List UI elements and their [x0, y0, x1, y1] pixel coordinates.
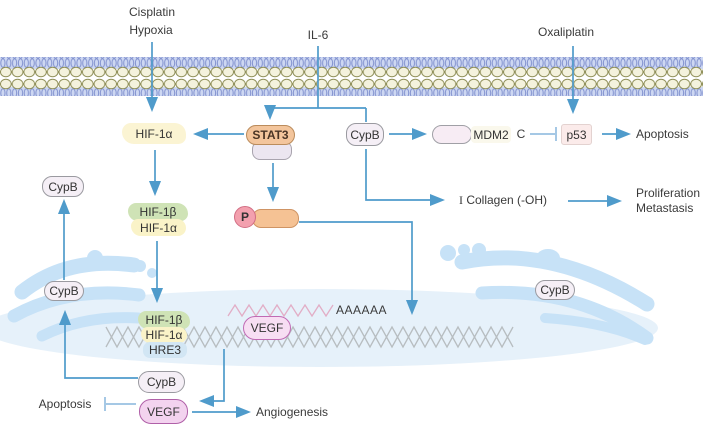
collagen-text: Collagen (-OH) [462, 193, 548, 207]
proliferation-label: Proliferation [636, 186, 701, 200]
inhibition-lines [104, 127, 557, 411]
arrow-cypb-to-collagen [365, 149, 446, 207]
nucleus-hif1a-node: HIF-1α [141, 327, 187, 343]
hre-node: HRE3 [143, 342, 187, 358]
vegf-bottom-node: VEGF [139, 399, 188, 424]
mrna-strand [227, 303, 334, 318]
phospho-circle: P [234, 206, 256, 228]
il6-label: IL-6 [307, 28, 329, 42]
arrow-cypb-bottom-to-er [58, 309, 138, 379]
p53-node: p53 [561, 124, 592, 145]
arrow-gene-to-vegf [198, 349, 225, 408]
metastasis-label: Metastasis [636, 201, 694, 215]
mdm2-pill [432, 125, 472, 144]
cypb-receptor-node: CypB [346, 123, 384, 146]
line-il6-stem [270, 46, 366, 109]
phospho-bar [252, 209, 299, 228]
cypb-er-left-node: CypB [44, 281, 84, 301]
oxaliplatin-label: Oxaliplatin [537, 25, 595, 39]
apoptosis-bottom-label: Apoptosis [38, 397, 92, 411]
inhibit-c-to-p53 [530, 127, 557, 141]
cypb-top-left-node: CypB [42, 176, 84, 197]
cypb-bottom-node: CypB [138, 371, 185, 393]
cisplatin-label: Cisplatin [128, 5, 176, 19]
mdm2-c-label: C [516, 127, 526, 141]
hif1a-node: HIF-1α [122, 123, 186, 144]
mdm2-label: MDM2 [471, 126, 511, 143]
poly-a-label: AAAAAA [336, 303, 388, 317]
dimer-hif1b-node: HIF-1β [128, 203, 188, 221]
angiogenesis-label: Angiogenesis [256, 405, 329, 419]
inhibit-vegf-to-apoptosis [104, 397, 136, 411]
collagen-roman-numeral: I [458, 193, 463, 207]
cypb-er-right-node: CypB [535, 280, 575, 300]
dimer-hif1a-node: HIF-1α [131, 219, 186, 236]
signal-arrows [57, 42, 632, 419]
nucleus-hif1b-node: HIF-1β [138, 311, 190, 329]
er-right-graphic [440, 243, 655, 345]
arrow-pbar-to-nucleus [299, 221, 419, 316]
hypoxia-label: Hypoxia [129, 23, 173, 37]
vegf-gene-node: VEGF [243, 316, 291, 340]
collagen-label: I Collagen (-OH) [455, 193, 551, 208]
stat3-node: STAT3 [246, 125, 295, 145]
apoptosis-right-label: Apoptosis [636, 127, 689, 141]
cell-membrane [0, 57, 703, 96]
